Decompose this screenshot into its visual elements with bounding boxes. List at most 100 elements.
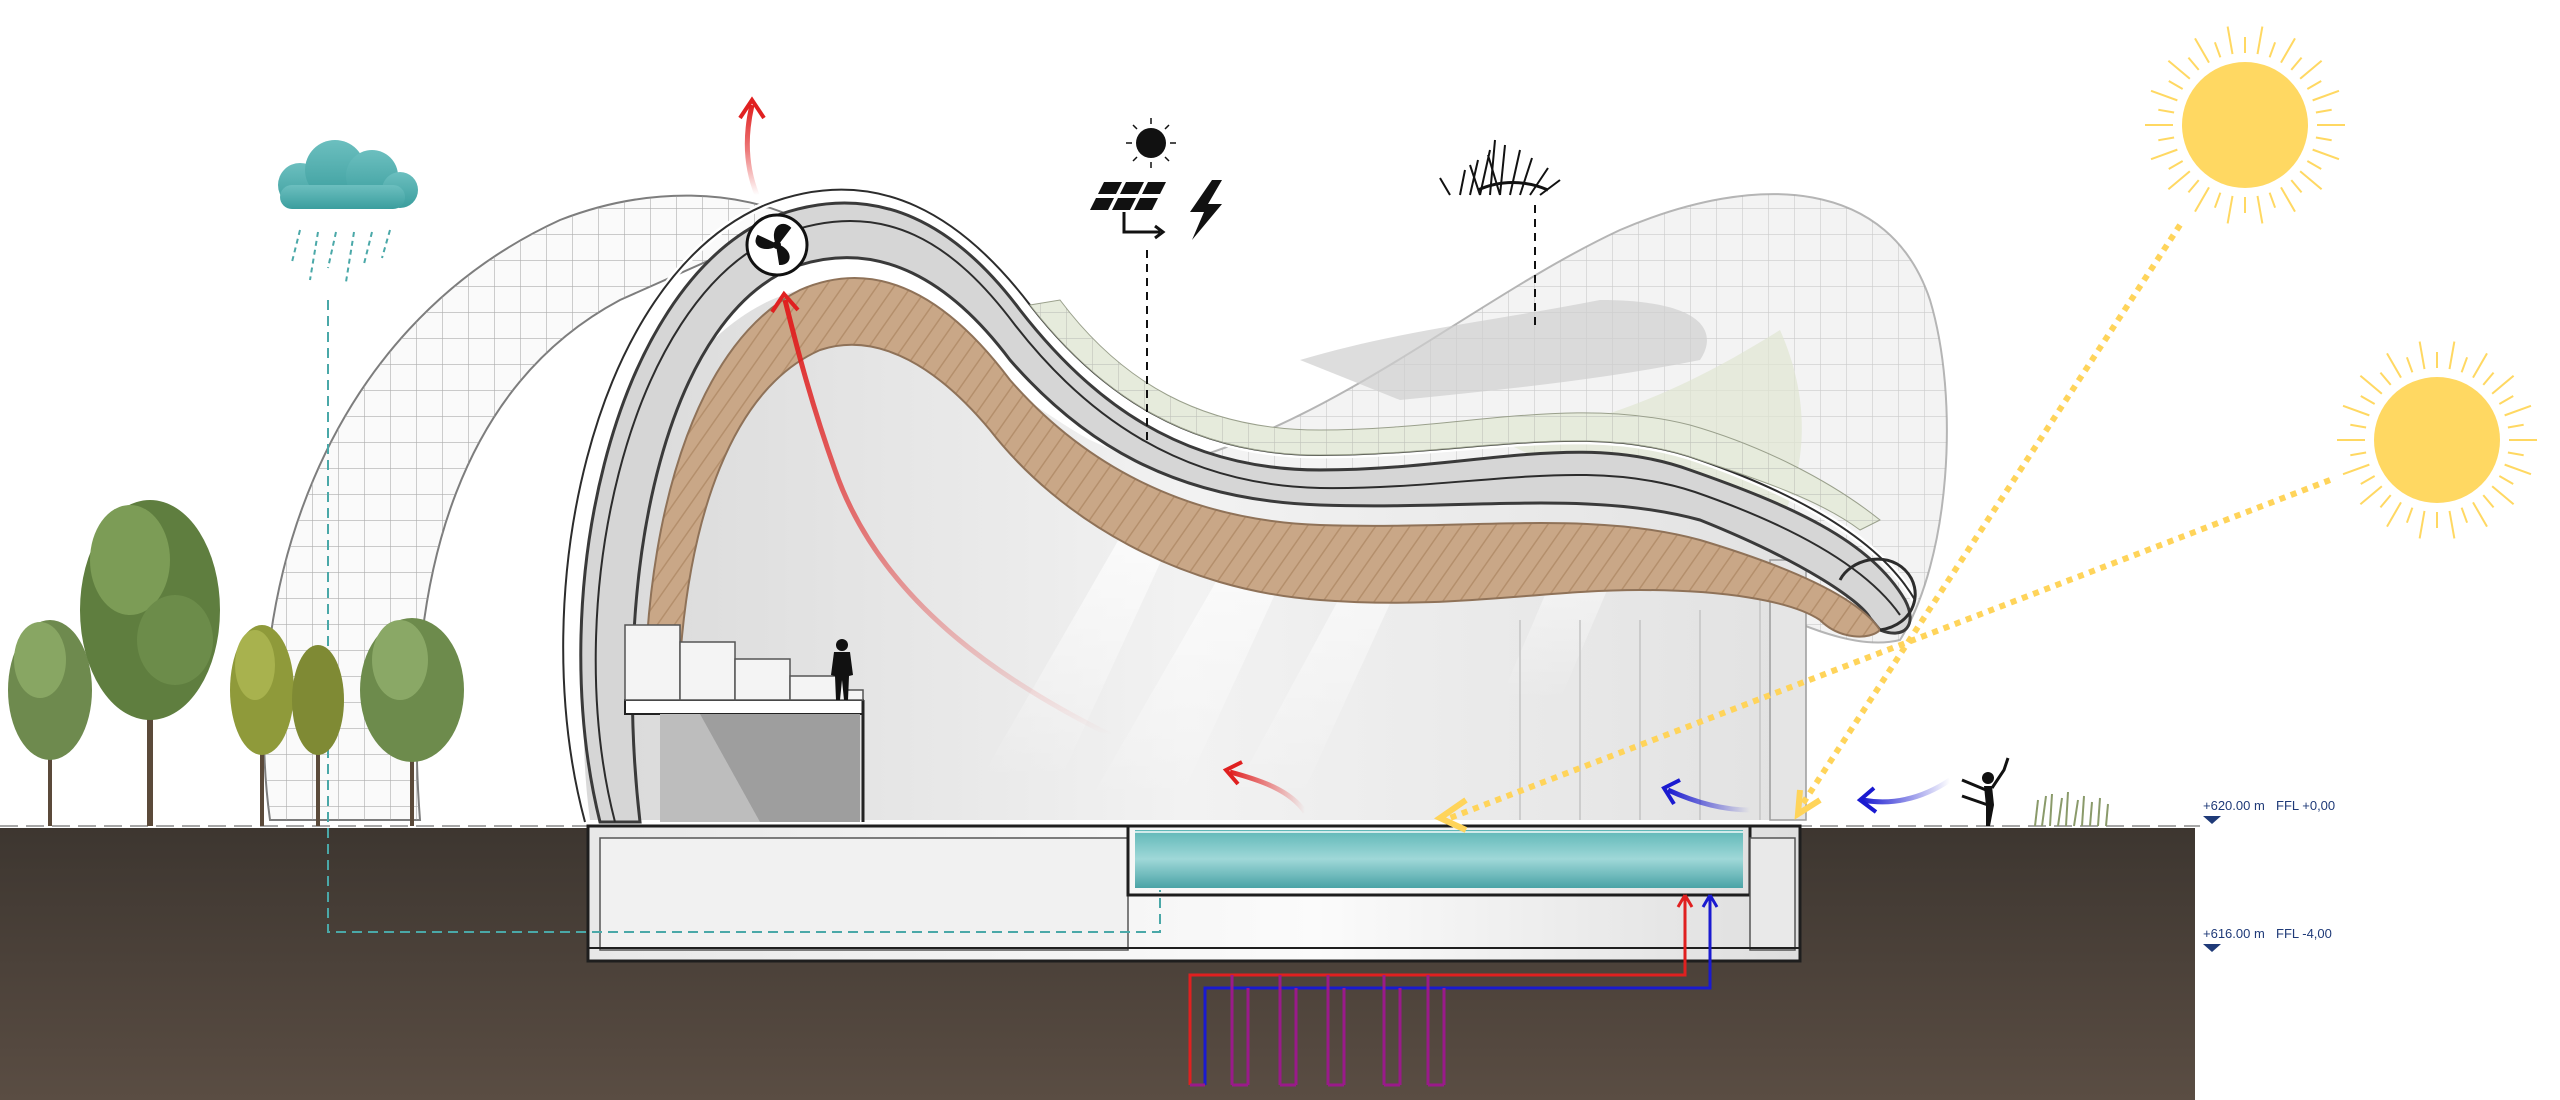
sun-ray [2379,371,2392,386]
sun-ray [2460,507,2469,524]
sun-ray [2448,341,2456,370]
rain-cloud-icon [278,140,418,283]
sun-ray [2498,475,2514,485]
sun-ray [2315,136,2332,142]
sun-ray [2256,195,2264,224]
tree-icon [8,620,92,826]
level-marker-basement: +616.00 m FFL -4,00 [2203,926,2332,952]
solar-panel-icon [1090,182,1166,240]
sun-ray [2187,56,2200,71]
sun-ray [2256,26,2264,55]
sun-ray [2350,451,2367,457]
hot-air-exhaust-arrow [744,104,760,196]
sun-ray [2213,192,2222,209]
hot-air-exhaust-arrowhead [738,96,766,120]
level-elevation: +616.00 m [2203,926,2265,941]
sun-ray [2268,192,2277,209]
sun-icon [2337,341,2537,539]
sun-ray [2299,170,2323,191]
sun-ray [2168,80,2184,90]
fresh-air-arrowhead [1661,778,1681,806]
sun-ray [2290,179,2303,194]
geothermal-loop [1188,894,1719,1087]
sun-ray [2312,148,2340,161]
sun-ray [2312,89,2340,102]
sun-ray [2498,395,2514,405]
pool [1126,826,1752,897]
sun-ray [2379,494,2392,509]
fan-icon [745,213,809,277]
sun-ray [2448,510,2456,539]
sun-ray [2213,41,2222,58]
sun-rays [1448,223,2332,821]
sun-ray [2460,356,2469,373]
sun-ray [2342,463,2370,476]
sun-ray [2187,179,2200,194]
sun-icon [2145,26,2345,224]
sun-icon [1126,118,1176,168]
sun-ray [2507,451,2524,457]
sun-ray [2306,80,2322,90]
warm-air-arrow [1229,769,1308,814]
sun-ray [2491,374,2515,395]
sun-ray [2226,26,2234,55]
sun-ray-arrowhead [1433,797,1468,833]
sun-ray [2418,510,2426,539]
sun-ray [2299,59,2323,80]
tree-icon [360,618,464,826]
sun-ray [2280,186,2296,213]
fresh-air-arrow [1666,787,1751,813]
lightning-icon [1190,180,1222,240]
sun-ray [2167,59,2191,80]
reeds [2034,791,2109,827]
dancer-icon [1961,757,2010,826]
basement [586,824,1802,963]
sun-ray [2405,507,2414,524]
sun-ray [2360,475,2376,485]
tree-icon [230,625,294,826]
sun-ray [2290,56,2303,71]
sun-ray [2482,494,2495,509]
sun-ray [2306,160,2322,170]
stairs [624,624,864,701]
sun-ray [2168,160,2184,170]
sun-ray [2482,371,2495,386]
sun-ray [2280,37,2296,64]
sun-ray [2150,89,2178,102]
sun-ray [2315,108,2332,114]
sun-ray [2360,395,2376,405]
sun-ray [2359,374,2383,395]
sun-ray [2158,108,2175,114]
level-ffl: FFL -4,00 [2276,926,2332,941]
sun-ray [2194,37,2210,64]
sun-ray [2158,136,2175,142]
hot-air-rise-arrowhead [770,290,800,314]
sun-ray [2472,501,2488,528]
person-icon [831,639,853,700]
sun-ray-arrowhead [1794,789,1822,820]
ribbon-roof [559,186,1919,824]
sun-ray [2386,352,2402,379]
rainwater-pipe [327,300,1161,933]
grass-icon [1439,139,1561,196]
sun-ray [2507,423,2524,429]
sun-ray [2167,170,2191,191]
fresh-air-arrow [1861,777,1952,805]
tree-icon [292,645,344,826]
level-marker-ground: +620.00 m FFL +0,00 [2203,798,2335,824]
tree-icon [80,500,220,826]
sun-ray [2386,501,2402,528]
sun-ray [2504,404,2532,417]
sun-ray [2226,195,2234,224]
hot-air-rise-arrow [782,299,1112,738]
sun-ray [2504,463,2532,476]
level-ffl: FFL +0,00 [2276,798,2335,813]
sun-ray [2350,423,2367,429]
level-elevation: +620.00 m [2203,798,2265,813]
sun-ray [2359,485,2383,506]
sun-ray [2268,41,2277,58]
sun-ray [2472,352,2488,379]
mezzanine [624,624,865,822]
trees [8,500,464,826]
